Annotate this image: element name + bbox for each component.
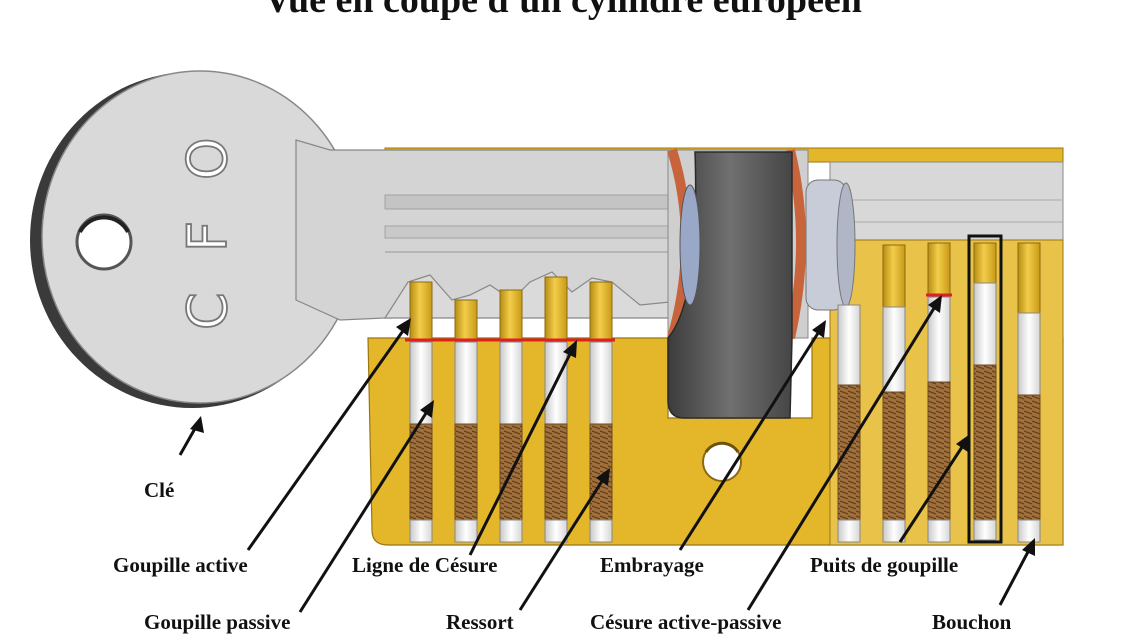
label-embrayage: Embrayage bbox=[600, 553, 704, 577]
cam-clutch bbox=[667, 148, 856, 419]
engraving-letter: C bbox=[176, 292, 239, 330]
label-cle: Clé bbox=[144, 478, 175, 502]
label-goupille-passive: Goupille passive bbox=[144, 610, 291, 634]
key bbox=[30, 70, 691, 408]
label-bouchon: Bouchon bbox=[932, 610, 1012, 634]
right-pin-stacks bbox=[837, 234, 1041, 544]
engraving-letter: O bbox=[176, 137, 239, 180]
pin-well-highlight bbox=[967, 234, 1003, 544]
label-goupille-active: Goupille active bbox=[113, 553, 248, 577]
label-ressort: Ressort bbox=[446, 610, 514, 634]
callout-arrows bbox=[178, 295, 1035, 613]
left-pin-stacks bbox=[409, 276, 613, 543]
engraving-letter: F bbox=[176, 221, 239, 252]
label-puits-goupille: Puits de goupille bbox=[810, 553, 959, 577]
key-engraving: O F C bbox=[175, 137, 240, 331]
diagram-title: Vue en coupe d'un cylindre européen bbox=[264, 0, 862, 21]
label-cesure-active-passive: Césure active-passive bbox=[590, 610, 782, 634]
label-ligne-cesure: Ligne de Césure bbox=[352, 553, 498, 577]
